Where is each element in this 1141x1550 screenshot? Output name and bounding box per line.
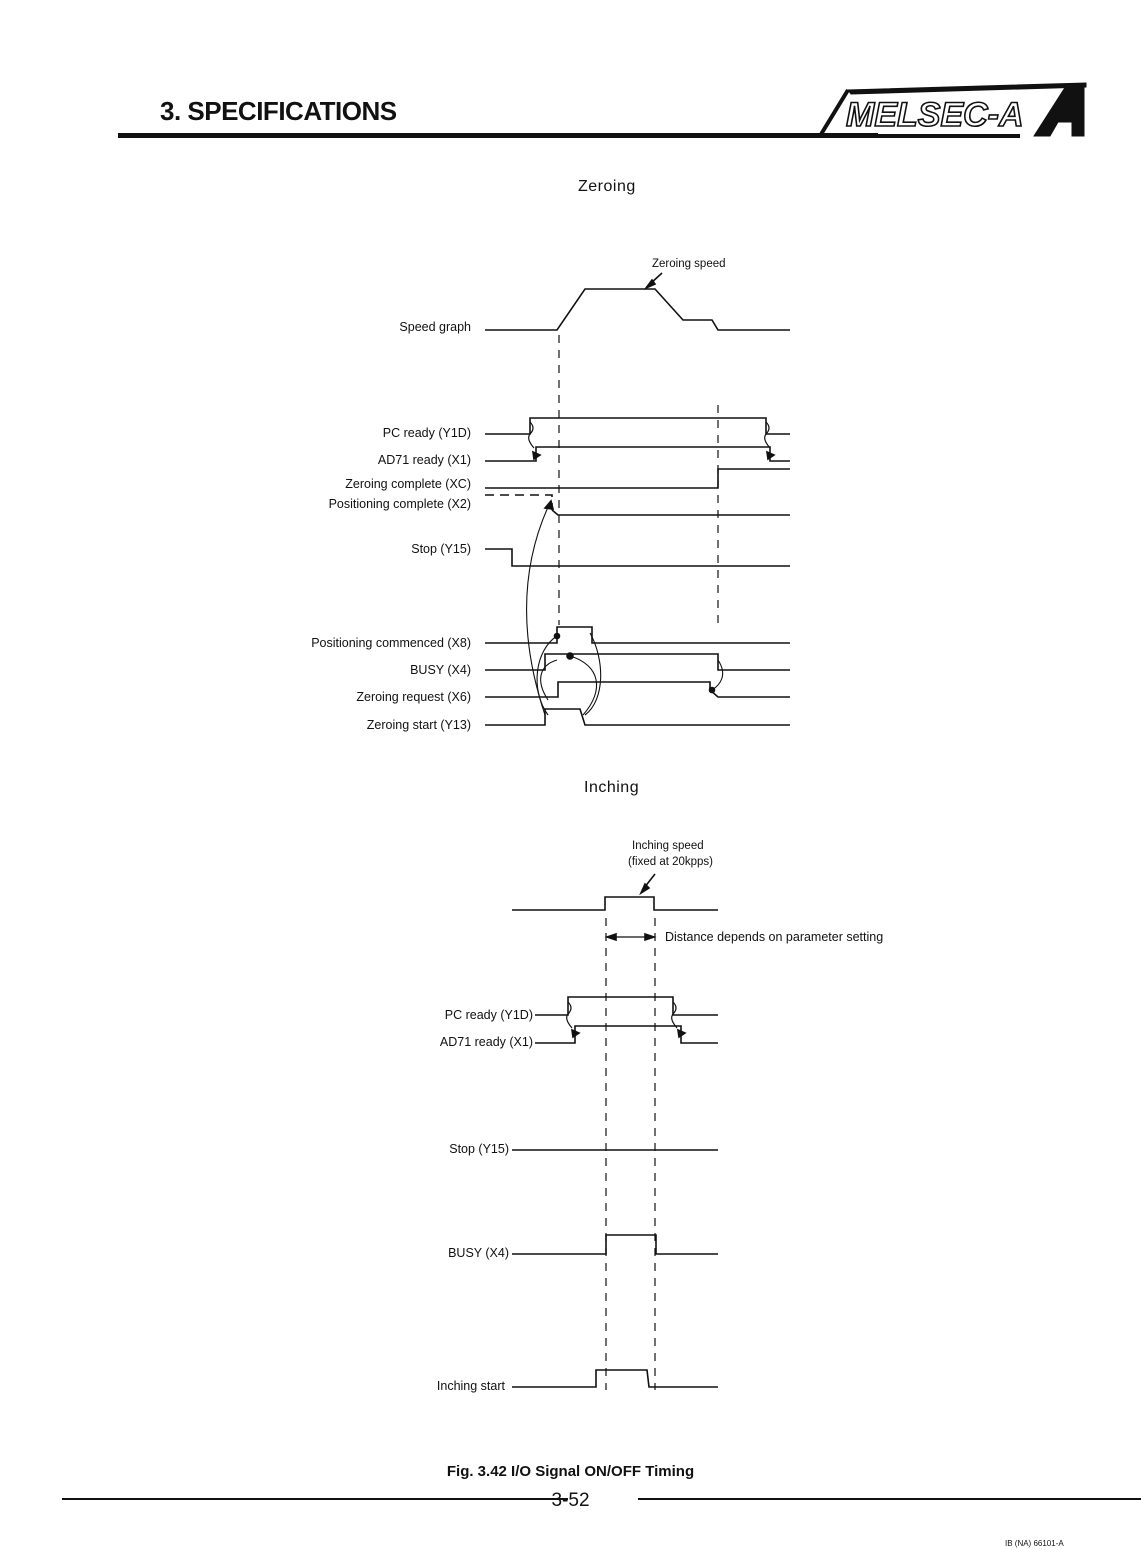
- document-code: IB (NA) 66101-A: [1005, 1539, 1064, 1548]
- zeroing-label-zeroing-complete: Zeroing complete (XC): [345, 477, 471, 491]
- zeroing-label-positioning-commenced: Positioning commenced (X8): [311, 636, 471, 650]
- inching-speed-note-line1: Inching speed: [632, 840, 704, 852]
- zeroing-speed-note: Zeroing speed: [652, 258, 726, 270]
- zeroing-busy-trace: [485, 653, 790, 671]
- inching-speed-note-line2: (fixed at 20kpps): [628, 856, 714, 868]
- inching-distance-note: Distance depends on parameter setting: [665, 930, 884, 944]
- zeroing-start-trace: [485, 708, 790, 726]
- inching-label-busy: BUSY (X4): [448, 1246, 509, 1260]
- inching-section-title: Inching: [584, 779, 640, 796]
- inching-busy-trace: [512, 1234, 718, 1255]
- zeroing-label-ad71-ready: AD71 ready (X1): [377, 453, 471, 467]
- melsec-logo: MELSEC-A: [818, 82, 1087, 138]
- zeroing-speed-trace: [485, 288, 790, 331]
- zeroing-label-pc-ready: PC ready (Y1D): [382, 426, 471, 440]
- inching-speed-trace: [512, 896, 718, 911]
- zeroing-request-trace: [485, 681, 790, 698]
- inching-label-stop: Stop (Y15): [449, 1142, 509, 1156]
- zeroing-label-positioning-complete: Positioning complete (X2): [328, 497, 471, 511]
- zeroing-label-busy: BUSY (X4): [410, 663, 471, 677]
- zeroing-label-speed-graph: Speed graph: [399, 320, 471, 334]
- inching-label-inching-start: Inching start: [436, 1379, 505, 1393]
- zeroing-label-zeroing-request: Zeroing request (X6): [356, 690, 471, 704]
- zeroing-label-stop: Stop (Y15): [411, 542, 471, 556]
- figure-caption: Fig. 3.42 I/O Signal ON/OFF Timing: [446, 1463, 695, 1480]
- inching-start-trace: [512, 1369, 718, 1388]
- page-number: 3-52: [551, 1490, 590, 1511]
- inching-pc-ready-trace: [535, 996, 718, 1016]
- inching-label-ad71-ready: AD71 ready (X1): [439, 1035, 533, 1049]
- brand-text: MELSEC-A: [846, 96, 1024, 134]
- zeroing-ad71-ready-trace: [485, 446, 790, 462]
- zeroing-positioning-complete-trace-dashed: [485, 494, 553, 510]
- zeroing-complete-trace: [485, 468, 790, 489]
- zeroing-positioning-complete-trace: [551, 509, 790, 516]
- zeroing-section-title: Zeroing: [578, 178, 636, 195]
- zeroing-stop-trace: [485, 548, 790, 567]
- inching-ad71-ready-trace: [535, 1025, 718, 1044]
- zeroing-pc-ready-trace: [485, 417, 790, 435]
- header-rule: [118, 133, 878, 138]
- inching-label-pc-ready: PC ready (Y1D): [444, 1008, 533, 1022]
- zeroing-positioning-commenced-trace: [485, 626, 790, 644]
- zeroing-label-zeroing-start: Zeroing start (Y13): [366, 718, 471, 732]
- section-title: 3. SPECIFICATIONS: [160, 96, 397, 126]
